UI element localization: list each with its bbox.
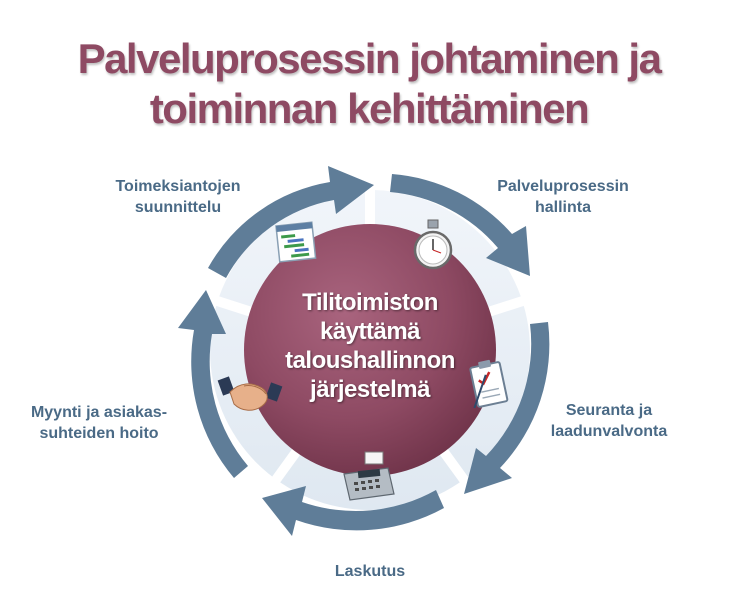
arrow-5 — [178, 290, 248, 478]
step-label-toimeksiantojen-suunnittelu: Toimeksiantojen suunnittelu — [115, 178, 241, 216]
step-label-myynti: Myynti ja asiakas- suhteiden hoito — [30, 404, 168, 442]
title-line-2: toiminnan kehittäminen — [149, 85, 590, 132]
arrow-4 — [262, 486, 444, 536]
arrow-3 — [464, 322, 550, 494]
center-line-3: taloushallinnon — [285, 347, 455, 374]
stopwatch-icon — [413, 219, 453, 270]
center-circle — [244, 224, 496, 476]
step-label-laskutus: Laskutus — [334, 563, 406, 580]
cash-register-icon — [343, 451, 395, 501]
arrow-2 — [390, 174, 530, 276]
step-label-palveluprosessin-hallinta: Palveluprosessin hallinta — [497, 178, 629, 216]
arrow-1 — [208, 166, 374, 278]
gantt-chart-icon — [275, 221, 317, 263]
step-label-seuranta: Seuranta ja laadunvalvonta — [550, 402, 668, 440]
cycle-arrows — [178, 166, 550, 536]
center-label: Tilitoimiston käyttämä taloushallinnon j… — [248, 288, 492, 404]
center-line-1: Tilitoimiston — [302, 289, 438, 316]
handshake-icon — [217, 376, 283, 411]
center-line-2: käyttämä — [319, 318, 421, 345]
title-line-1: Palveluprosessin johtaminen ja — [77, 35, 662, 82]
center-line-4: järjestelmä — [310, 376, 430, 403]
diagram-title: Palveluprosessin johtaminen ja toiminnan… — [0, 34, 738, 134]
clipboard-checklist-icon — [469, 359, 509, 409]
